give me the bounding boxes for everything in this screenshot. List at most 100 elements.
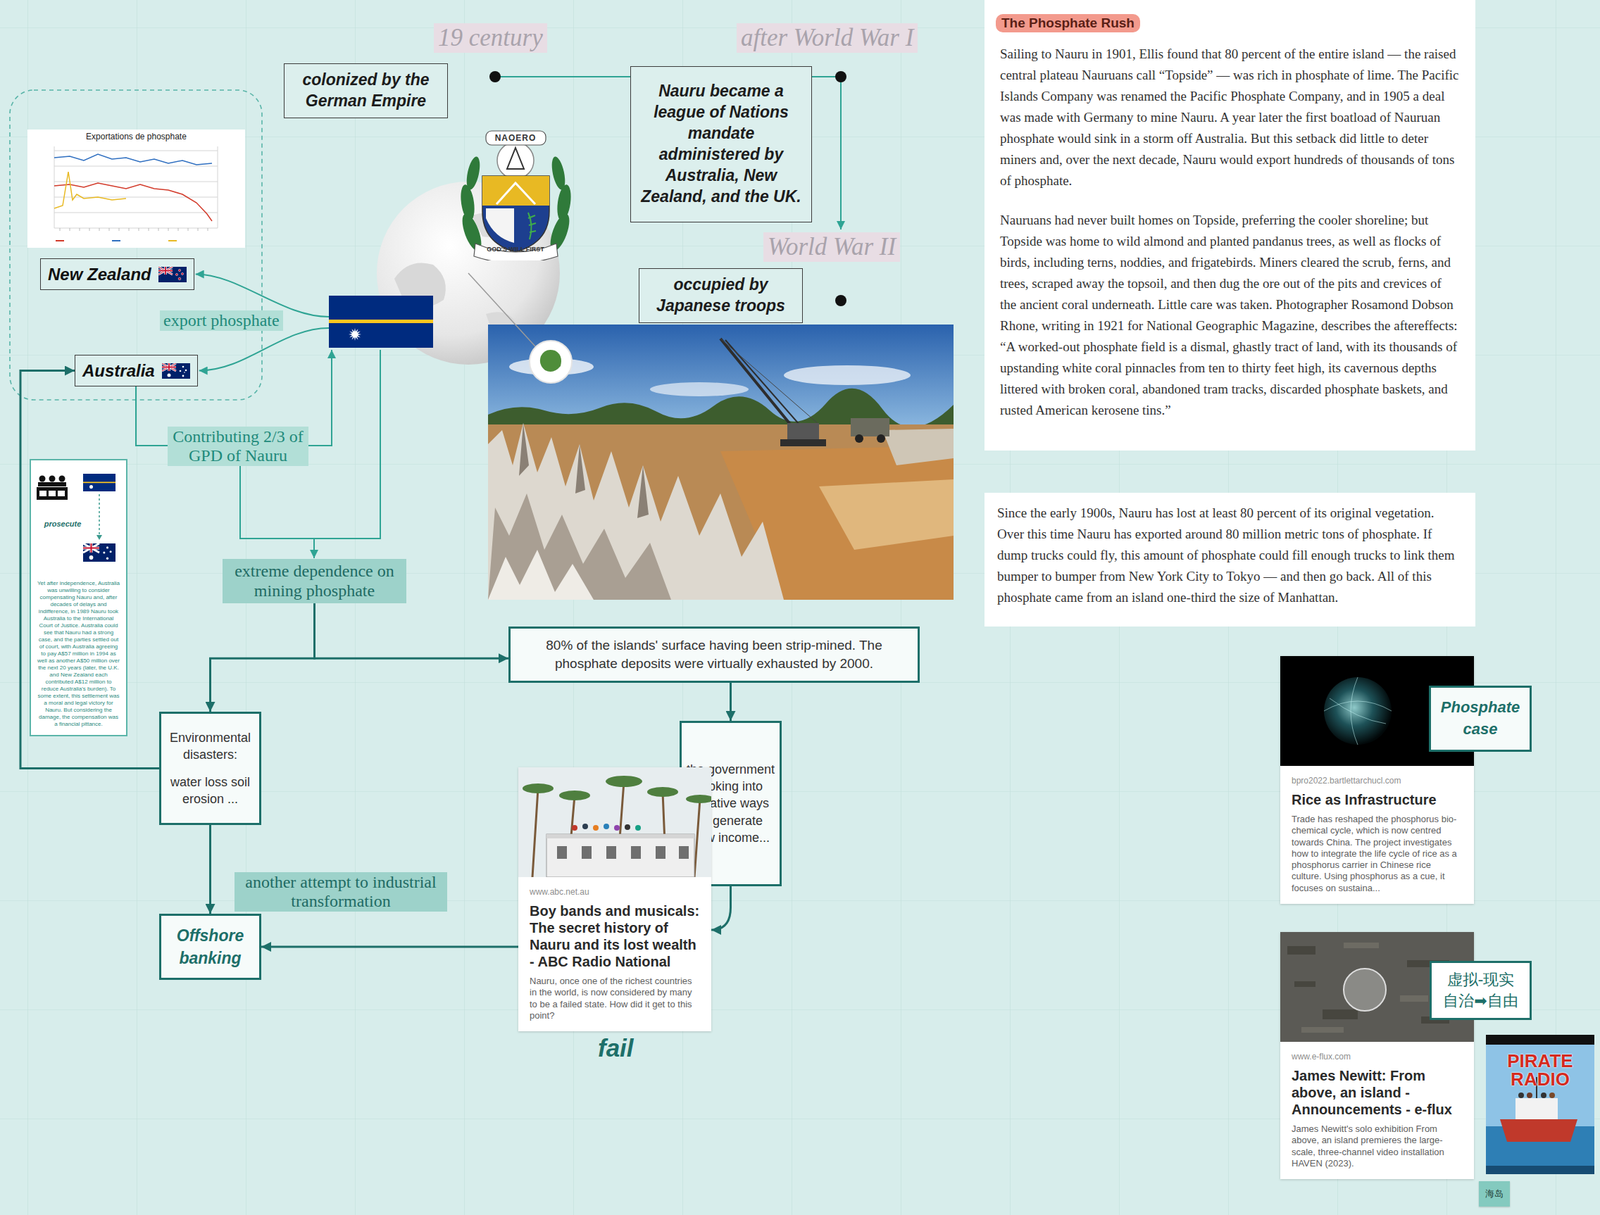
label-holder: Exportations de phosphate [27,131,246,142]
graphic-part [102,551,105,554]
flow-arrow [314,603,510,659]
country-box: Australia [74,354,198,387]
graphic-part [1518,1092,1524,1099]
nauru-flag [328,295,434,348]
flow-label: another attempt to industrial transforma… [234,872,448,912]
graphic-part [59,228,208,231]
graphic-part [27,129,246,248]
box-text: 80% of the islands' surface having been … [514,636,914,673]
graphic-part [180,272,184,275]
graphic-part [507,147,524,170]
box-text: 虚拟-现实 自治➡自由 [1437,969,1524,1012]
graphic-part [49,476,56,483]
label-holder: 19 century [433,23,548,53]
graphic-part [1515,1098,1558,1120]
graphic-part [96,535,103,541]
box-text: Phosphate case [1436,697,1524,741]
graphic-part [54,183,212,222]
box-text: Environmental disasters: [165,729,255,765]
graphic-part [166,373,171,377]
graphic-part [468,273,536,347]
note-text: Yet after independence, Australia was un… [36,580,121,729]
graphic-part [787,423,820,441]
graphic-part [1549,1092,1555,1099]
graphic-part [1301,942,1429,1034]
status-label: fail [597,1034,634,1063]
text-panel: Since the early 1900s, Nauru has lost at… [984,492,1476,627]
box-text: colonized by the German Empire [290,69,442,112]
graphic-part [161,363,191,379]
box-text: New Zealand [47,264,152,285]
graphic-part [482,176,550,206]
graphic-part [519,423,649,519]
graphic-part [835,71,847,83]
graphic-part [54,150,218,229]
graphic-part [529,340,572,384]
graphic-part [1400,995,1429,1003]
graphic-part [685,795,712,804]
process-box: Environmental disasters:water loss soil … [159,711,262,826]
graphic-part [1485,1035,1595,1175]
card-summary: Nauru, once one of the richest countries… [529,976,700,1022]
graphic-part [605,776,643,788]
label-holder: PIRATE RADIO [1488,1052,1592,1089]
graphic-part [559,790,591,801]
graphic-part [57,490,65,497]
export-chart [27,129,246,248]
graphic-part [528,212,536,240]
graphic-part [183,371,186,374]
graphic-part [1485,1166,1595,1175]
paragraph: Since the early 1900s, Nauru has lost at… [997,502,1463,609]
graphic-part [48,490,56,497]
graphic-part [1526,1092,1533,1099]
graphic-part [655,846,666,860]
graphic-part [635,825,641,831]
graphic-part [89,555,94,560]
graphic-part [89,485,93,489]
chart-title: Exportations de phosphate [27,131,246,142]
timeline-label: after World War I [736,23,918,53]
graphic-part [83,543,100,553]
flow-arrow [20,371,160,770]
graphic-part [54,171,127,209]
graphic-part [178,369,181,372]
card-summary: James Newitt's solo exhibition From abov… [1291,1123,1463,1170]
flow-arrow [261,946,519,949]
graphic-part [678,846,689,860]
graphic-part [98,494,100,537]
graphic-part [488,423,784,600]
graphic-part [720,338,798,434]
graphic-part [557,846,567,860]
graphic-part [464,155,483,191]
graphic-part [546,834,695,839]
graphic-part [158,266,173,275]
graphic-part [582,823,589,830]
graphic-part [161,363,177,372]
graphic-part [485,208,515,243]
graphic-part [1343,969,1386,1012]
graphic-part [630,846,641,860]
graphic-part [89,546,112,560]
graphic-part [571,823,641,831]
graphic-part [614,825,620,831]
graphic-part [1500,1119,1578,1143]
graphic-part [1323,677,1392,746]
graphic-part [111,240,121,242]
box-text: occupied by Japanese troops [645,274,797,317]
graphic-part [850,418,890,437]
graphic-part [876,434,886,443]
graphic-part [581,846,592,860]
flow-arrow [711,886,731,931]
graphic-part [181,365,184,368]
graphic-part [1287,946,1450,1024]
graphic-part [522,776,712,804]
flow-label: Contributing 2/3 of GPD of Nauru [167,426,309,467]
graphic-part [522,783,554,794]
graphic-part [161,363,177,372]
graphic-part [54,146,218,229]
graphic-part [178,277,181,281]
graphic-part [328,295,434,348]
graphic-part [55,240,177,242]
sticky-note: 海岛 [1478,1181,1510,1208]
